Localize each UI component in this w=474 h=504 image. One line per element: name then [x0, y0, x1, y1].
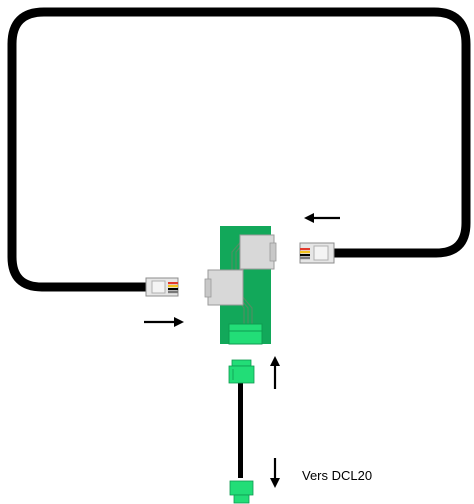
board-connector: [228, 323, 263, 345]
lower-green-plug: [229, 480, 254, 496]
arrow-left-icon: [304, 213, 340, 223]
dcl20-cable: [228, 359, 255, 504]
board-trace: [241, 295, 253, 326]
upper-green-plug: [231, 359, 252, 367]
loop-cable: [7, 7, 471, 292]
arrow-up-icon: [270, 356, 280, 389]
destination-label: Vers DCL20: [302, 468, 373, 483]
lower-socket: [207, 269, 244, 306]
right-plug: [299, 242, 335, 264]
left-plug: [145, 277, 179, 297]
circuit-board: [204, 226, 277, 345]
arrow-right-icon: [144, 317, 184, 327]
arrow-down-icon: [270, 458, 280, 488]
upper-socket: [239, 234, 275, 270]
